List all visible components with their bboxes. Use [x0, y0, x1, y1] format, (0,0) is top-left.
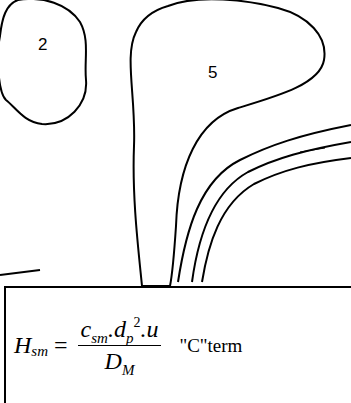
formula-symbol: c — [81, 316, 92, 343]
formula-symbol: H — [14, 332, 31, 359]
formula-subscript: sm — [91, 330, 108, 347]
blob-outline — [128, 0, 338, 286]
formula-subscript: p — [126, 330, 134, 347]
formula-operator: = — [54, 332, 68, 359]
formula-symbol: D — [105, 348, 122, 375]
channel-wall — [178, 125, 351, 282]
formula-subscript: sm — [31, 343, 48, 360]
formula-box: Hsm=csm.dp2.uDM"C"term — [4, 286, 351, 403]
outline-fragment — [0, 270, 40, 275]
callout-number: 2 — [38, 36, 47, 53]
fraction: csm.dp2.uDM — [78, 316, 162, 375]
flow-mark — [300, 148, 325, 152]
formula-symbol: .u — [140, 316, 158, 343]
callout-number: 5 — [208, 64, 217, 81]
formula-symbol: .d — [108, 316, 126, 343]
formula-subscript: M — [122, 362, 135, 379]
formula-exponent: 2 — [133, 315, 140, 331]
blob-outline — [0, 0, 90, 132]
denominator: DM — [105, 346, 135, 375]
channel-wall — [202, 158, 351, 282]
term-label: "C"term — [179, 335, 242, 357]
formula: Hsm=csm.dp2.uDM"C"term — [14, 316, 242, 375]
particle-blob: 5 — [128, 0, 338, 286]
particle-blob: 2 — [0, 0, 90, 132]
numerator: csm.dp2.u — [78, 316, 162, 346]
channel-wall — [192, 142, 351, 282]
